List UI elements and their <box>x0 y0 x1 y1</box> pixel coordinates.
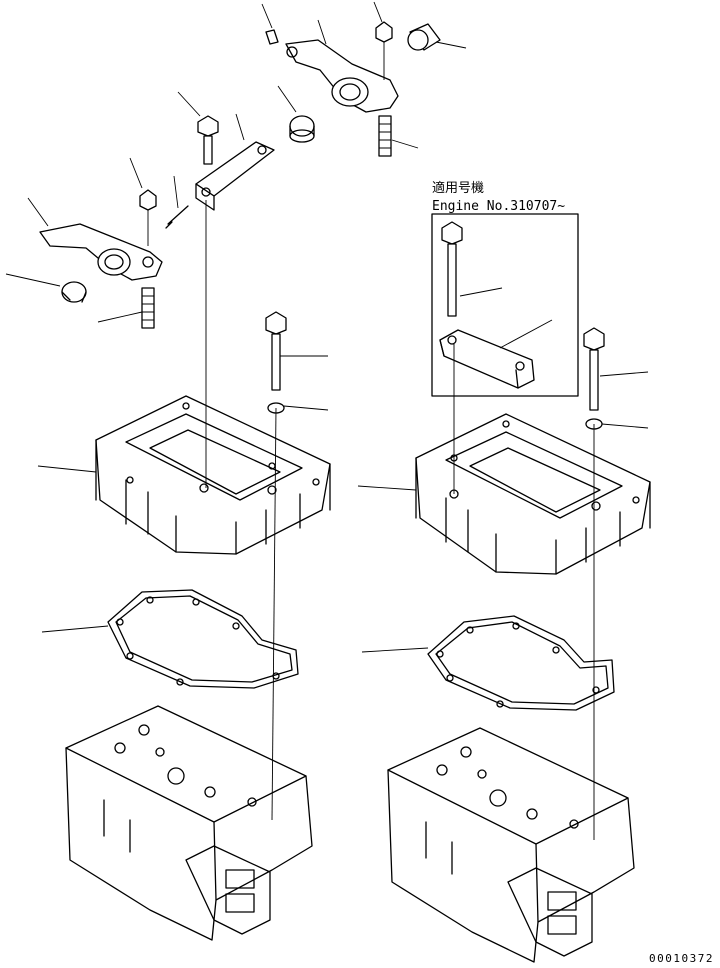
bolt-long-right <box>583 327 605 411</box>
nut-top <box>375 21 393 43</box>
bushing-left <box>61 281 87 303</box>
rocker-housing-right <box>415 413 651 575</box>
bolt-left-upper <box>197 115 219 165</box>
cylinder-assembly-left <box>37 200 331 941</box>
pin-top <box>265 29 279 45</box>
stud-upper <box>378 115 392 157</box>
guide-lines-right <box>453 344 595 840</box>
rocker-arm-lower <box>39 223 163 281</box>
gasket-left <box>107 589 299 689</box>
leader-lines-top <box>5 1 467 323</box>
leader-lines-left <box>37 355 329 633</box>
rocker-assembly-left <box>5 1 467 329</box>
rocker-arm-upper <box>285 39 399 113</box>
inset-frame <box>431 213 579 397</box>
inset-title: 適用号機 <box>432 180 484 196</box>
drawing-number: 00010372 <box>649 952 714 965</box>
guide-lines-left <box>205 200 277 821</box>
rocker-housing-left <box>95 395 331 555</box>
gasket-right <box>427 615 615 711</box>
inset-box: 適用号機 Engine No.310707~ <box>431 180 579 397</box>
bolt-inset <box>441 221 463 317</box>
bushing-top <box>407 23 441 51</box>
bolt-long-left <box>265 311 287 391</box>
cylinder-head-right <box>387 727 635 963</box>
rocker-shaft <box>195 141 275 211</box>
nut-left <box>139 189 157 211</box>
adjust-screw <box>165 205 189 229</box>
stud-lower <box>141 287 155 329</box>
inset-serial-label: Engine No.310707~ <box>432 199 565 214</box>
bracket-inset <box>439 329 535 389</box>
cylinder-assembly-right <box>357 327 651 963</box>
cylinder-head-left <box>65 705 313 941</box>
leader-lines-right <box>357 371 649 653</box>
bushing-middle <box>289 115 315 143</box>
